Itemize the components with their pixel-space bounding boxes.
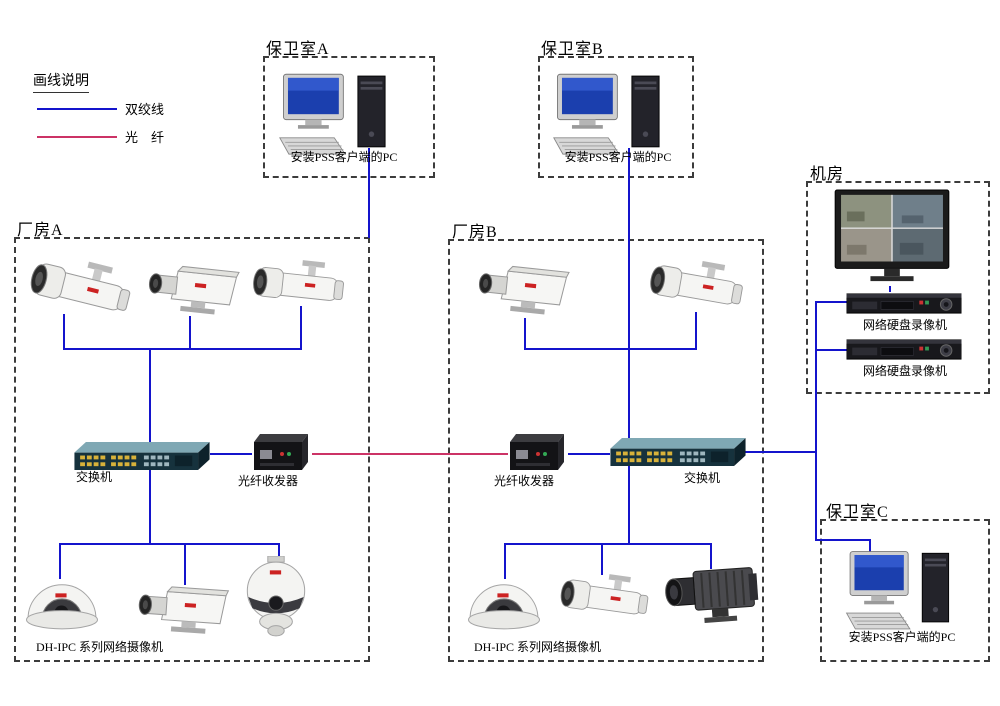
- fiber-transceiver-b: [508, 432, 568, 472]
- twisted-pair-wire-right-trunk: [815, 301, 817, 541]
- twisted-pair-wire-nvr2-stub: [815, 349, 847, 351]
- twisted-pair-wire-switch-a-bottom-drop: [149, 470, 151, 544]
- twisted-pair-wire-cam-drop: [184, 543, 186, 585]
- twisted-pair-wire-bus-to-switch-a: [149, 348, 151, 442]
- factory-b-title: 厂房B: [452, 224, 498, 241]
- factory-b-camera-series-label: DH-IPC 系列网络摄像机: [474, 640, 602, 654]
- guard-room-c-boundary: [820, 519, 990, 662]
- twisted-pair-wire-factory-b-top-bus: [524, 348, 697, 350]
- twisted-pair-wire-cam-drop: [710, 543, 712, 569]
- twisted-pair-wire-cam-drop: [504, 543, 506, 579]
- legend: 画线说明 双绞线 光 纤: [33, 70, 213, 149]
- twisted-pair-wire-switch-a-to-transceiver-a: [210, 453, 252, 455]
- network-switch-a: [74, 442, 210, 471]
- transceiver-a-label: 光纤收发器: [238, 474, 299, 488]
- twisted-pair-wire-factory-a-bottom-bus: [59, 543, 280, 545]
- twisted-pair-wire-factory-a-top-bus: [63, 348, 302, 350]
- pc-label-guard-a: 安装PSS客户端的PC: [290, 150, 398, 164]
- nvr-1: [846, 292, 962, 315]
- fiber-line-swatch: [37, 136, 117, 138]
- twisted-pair-wire-pc-a-downlink: [368, 148, 370, 238]
- twisted-pair-wire-cam-drop: [189, 316, 191, 350]
- twisted-pair-wire-switch-b-to-trunk: [745, 451, 816, 453]
- cctv-monitor: [833, 188, 951, 286]
- pc-label-guard-b: 安装PSS客户端的PC: [564, 150, 672, 164]
- twisted-pair-wire-cam-drop: [63, 314, 65, 350]
- factory-a-boundary: [14, 237, 370, 662]
- guard-room-a-title: 保卫室A: [266, 41, 330, 58]
- ptz-dome-camera: [240, 556, 312, 640]
- twisted-pair-wire-cam-drop: [524, 318, 526, 350]
- switch-b-label: 交换机: [684, 471, 721, 485]
- twisted-pair-wire-cam-drop: [59, 543, 61, 579]
- twisted-pair-wire-nvr1-stub: [815, 301, 847, 303]
- transceiver-b-label: 光纤收发器: [494, 474, 555, 488]
- twisted-pair-wire-cam-drop: [601, 543, 603, 575]
- fiber-transceiver-a: [252, 432, 312, 472]
- network-switch-b: [610, 438, 746, 467]
- nvr1-label: 网络硬盘录像机: [862, 318, 947, 332]
- legend-item-fiber: 光 纤: [33, 127, 213, 149]
- twisted-pair-wire-switch-b-bottom-drop: [628, 466, 630, 544]
- guard-room-a-boundary: [263, 56, 435, 178]
- box-camera: [143, 255, 245, 325]
- box-camera: [473, 255, 575, 325]
- legend-item-label: 双绞线: [125, 102, 165, 117]
- twisted-pair-wire-monitor-to-nvr: [889, 286, 891, 292]
- server-room-boundary: [806, 181, 990, 394]
- dome-camera: [466, 576, 542, 632]
- twisted-pair-line-swatch: [37, 108, 117, 110]
- twisted-pair-wire-factory-b-bottom-bus: [504, 543, 712, 545]
- client-pc-guard-c: [840, 548, 964, 636]
- legend-title: 画线说明: [33, 70, 89, 93]
- guard-room-c-title: 保卫室C: [826, 504, 889, 521]
- professional-box-camera: [658, 559, 763, 636]
- legend-item-twisted-pair: 双绞线: [33, 99, 213, 121]
- fiber-optic-wire-transceiver-a-to-b: [312, 453, 508, 455]
- guard-room-b-boundary: [538, 56, 694, 178]
- dome-camera: [24, 576, 100, 632]
- twisted-pair-wire-pc-c-drop: [869, 539, 871, 555]
- twisted-pair-wire-transceiver-b-to-switch-b: [568, 453, 610, 455]
- factory-a-title: 厂房A: [17, 222, 64, 239]
- bullet-camera: [245, 251, 350, 317]
- nvr2-label: 网络硬盘录像机: [862, 364, 947, 378]
- twisted-pair-wire-cam-drop: [695, 312, 697, 350]
- legend-item-label: 光 纤: [125, 130, 165, 145]
- factory-a-camera-series-label: DH-IPC 系列网络摄像机: [36, 640, 164, 654]
- box-camera: [134, 577, 234, 644]
- twisted-pair-wire-pc-b-downlink: [628, 148, 630, 438]
- twisted-pair-wire-cam-drop: [278, 543, 280, 561]
- server-room-title: 机房: [810, 166, 845, 183]
- switch-a-label: 交换机: [76, 470, 113, 484]
- nvr-2: [846, 338, 962, 361]
- guard-room-b-title: 保卫室B: [541, 41, 604, 58]
- twisted-pair-wire-cam-drop: [300, 306, 302, 350]
- pc-label-guard-c: 安装PSS客户端的PC: [848, 630, 956, 644]
- factory-b-boundary: [448, 239, 764, 662]
- twisted-pair-wire-trunk-to-pc-c: [815, 539, 871, 541]
